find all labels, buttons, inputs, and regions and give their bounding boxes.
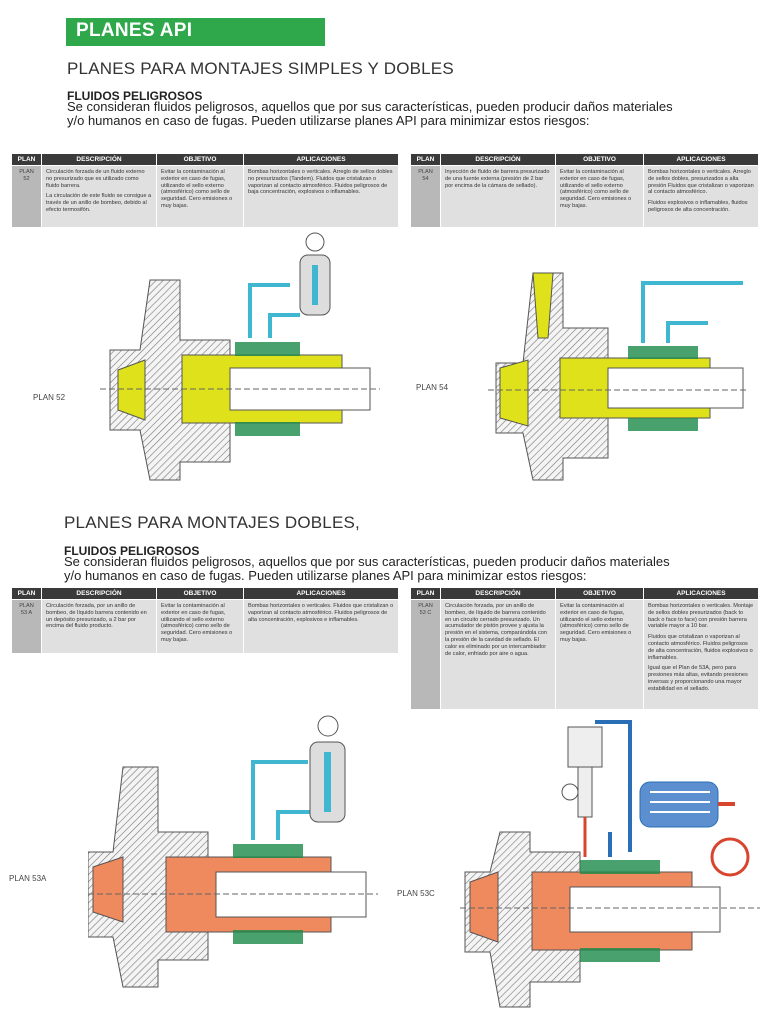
plan53a-cell-plan: PLAN 53 A	[11, 599, 42, 654]
plan52-table: PLAN DESCRIPCIÓN OBJETIVO APLICACIONES P…	[11, 153, 399, 228]
col-header-aplicaciones: APLICACIONES	[243, 587, 399, 600]
section1-subtitle: FLUIDOS PELIGROSOS	[67, 89, 203, 103]
plan52-cell-aplicaciones: Bombas horizontales o verticales. Arregl…	[243, 165, 399, 228]
col-header-objetivo: OBJETIVO	[555, 587, 644, 600]
diagram-label-plan53a: PLAN 53A	[9, 874, 47, 883]
col-header-descripcion: DESCRIPCIÓN	[440, 587, 556, 600]
col-header-plan: PLAN	[410, 587, 441, 600]
plan53c-cell-aplicaciones: Bombas horizontales o verticales. Montaj…	[643, 599, 759, 710]
plan53c-table: PLAN DESCRIPCIÓN OBJETIVO APLICACIONES P…	[410, 587, 759, 710]
col-header-plan: PLAN	[410, 153, 441, 166]
plan54-apl-1: Bombas horizontales o verticales. Arregl…	[648, 169, 754, 196]
plan53a-cell-objetivo: Evitar la contaminación al exterior en c…	[156, 599, 244, 654]
plan54-cell-aplicaciones: Bombas horizontales o verticales. Arregl…	[643, 165, 759, 228]
section2-text-line1: Se consideran fluidos peligrosos, aquell…	[64, 554, 670, 569]
section2-title: PLANES PARA MONTAJES DOBLES,	[64, 513, 360, 532]
plan54-apl-2: Fluidos explosivos o inflamables, fluido…	[648, 200, 748, 213]
col-header-descripcion: DESCRIPCIÓN	[41, 587, 157, 600]
plan53c-cell-plan: PLAN 53 C	[410, 599, 441, 710]
header-bar	[66, 18, 325, 46]
diagram-label-plan54: PLAN 54	[416, 383, 449, 392]
plan53c-diagram	[460, 720, 760, 1008]
plan54-table: PLAN DESCRIPCIÓN OBJETIVO APLICACIONES P…	[410, 153, 759, 228]
col-header-plan: PLAN	[11, 587, 42, 600]
col-header-plan: PLAN	[11, 153, 42, 166]
section2-subtitle: FLUIDOS PELIGROSOS	[64, 544, 200, 558]
plan53c-apl-1: Bombas horizontales o verticales. Montaj…	[648, 603, 754, 630]
col-header-objetivo: OBJETIVO	[156, 153, 244, 166]
col-header-aplicaciones: APLICACIONES	[243, 153, 399, 166]
col-header-descripcion: DESCRIPCIÓN	[41, 153, 157, 166]
section1-text-line2: y/o humanos en caso de fugas. Pueden uti…	[67, 113, 590, 128]
plan52-desc-2: La circulación de este fluido se consigu…	[46, 193, 152, 213]
plan52-cell-objetivo: Evitar la contaminación al exterior en c…	[156, 165, 244, 228]
plan53c-cell-descripcion: Circulación forzada, por un anillo de bo…	[440, 599, 556, 710]
page-header-title: PLANES API	[76, 20, 193, 41]
plan54-cell-objetivo: Evitar la contaminación al exterior en c…	[555, 165, 644, 228]
plan53a-cell-descripcion: Circulación forzada, por un anillo de bo…	[41, 599, 157, 654]
diagram-label-plan53c: PLAN 53C	[397, 889, 435, 898]
col-header-aplicaciones: APLICACIONES	[643, 587, 759, 600]
plan52-desc-1: Circulación forzada de un fluido externo…	[46, 169, 145, 189]
col-header-aplicaciones: APLICACIONES	[643, 153, 759, 166]
plan54-diagram	[488, 272, 748, 481]
plan52-cell-plan: PLAN 52	[11, 165, 42, 228]
plan53c-apl-2: Fluidos que cristalizan o vaporizan al c…	[648, 634, 753, 661]
diagram-label-plan52: PLAN 52	[33, 393, 66, 402]
section2-text-line2: y/o humanos en caso de fugas. Pueden uti…	[64, 568, 587, 583]
plan54-cell-descripcion: Inyección de fluido de barrera presuriza…	[440, 165, 556, 228]
plan52-diagram	[100, 232, 380, 481]
plan53c-apl-3: Igual que el Plan de 53A, pero para pres…	[648, 665, 748, 692]
plan53a-cell-aplicaciones: Bombas horizontales o verticales. Fluido…	[243, 599, 399, 654]
plan53a-table: PLAN DESCRIPCIÓN OBJETIVO APLICACIONES P…	[11, 587, 399, 654]
col-header-objetivo: OBJETIVO	[555, 153, 644, 166]
col-header-descripcion: DESCRIPCIÓN	[440, 153, 556, 166]
section1-text-line1: Se consideran fluidos peligrosos, aquell…	[67, 99, 673, 114]
plan54-cell-plan: PLAN 54	[410, 165, 441, 228]
plan53c-cell-objetivo: Evitar la contaminación al exterior en c…	[555, 599, 644, 710]
col-header-objetivo: OBJETIVO	[156, 587, 244, 600]
section1-title: PLANES PARA MONTAJES SIMPLES Y DOBLES	[67, 59, 454, 78]
plan52-cell-descripcion: Circulación forzada de un fluido externo…	[41, 165, 157, 228]
plan53a-diagram	[88, 715, 378, 988]
